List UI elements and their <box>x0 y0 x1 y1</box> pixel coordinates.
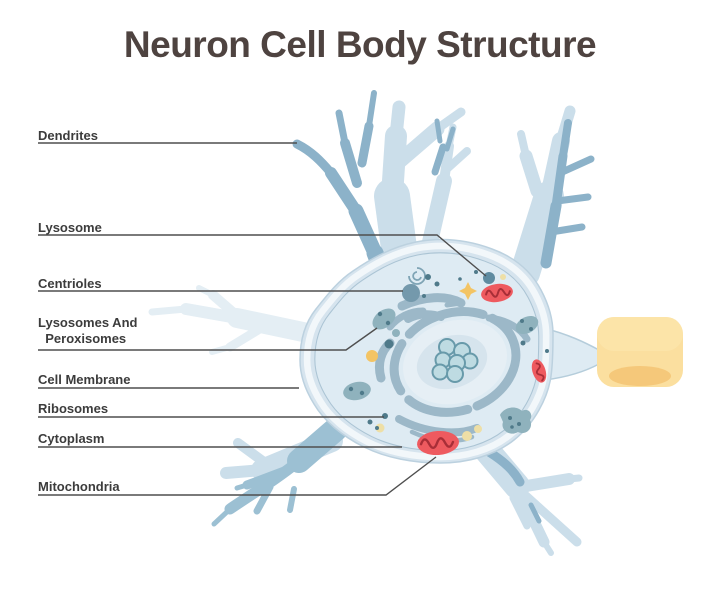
label-cytoplasm: Cytoplasm <box>38 431 105 446</box>
cell-membrane-band <box>303 242 550 461</box>
dendrite-bottom-left <box>211 417 348 527</box>
golgi-spiral <box>408 267 426 285</box>
myelin-sheath <box>597 317 683 387</box>
leader-lines <box>38 142 487 496</box>
label-cell-membrane: Cell Membrane <box>38 372 131 387</box>
mitochondrion-upper <box>481 283 513 303</box>
ribosome-dots <box>367 270 549 430</box>
label-dendrites: Dendrites <box>38 128 98 143</box>
nuclear-envelope <box>389 307 521 417</box>
centriole <box>402 284 420 302</box>
lysosome <box>483 272 495 284</box>
leader-lysosomes-peroxisomes <box>38 327 378 351</box>
dendrite-bottom-right <box>466 428 583 556</box>
label-lysosomes-peroxisomes: Lysosomes And Peroxisomes <box>38 315 138 346</box>
vesicles-yellow <box>366 274 506 441</box>
page-title: Neuron Cell Body Structure <box>123 24 597 65</box>
dendrite-dark-top-right <box>540 119 595 269</box>
label-mitochondria: Mitochondria <box>38 479 120 494</box>
mitochondrion-right <box>531 359 547 383</box>
leader-mitochondria <box>38 456 437 496</box>
label-ribosomes: Ribosomes <box>38 401 109 416</box>
nucleus <box>403 319 507 405</box>
yellow-star-vesicle <box>459 282 477 300</box>
nucleolus-cluster <box>431 338 479 383</box>
dendrite-pale-upper-left <box>148 285 332 355</box>
leader-lysosome <box>38 234 487 277</box>
label-centrioles: Centrioles <box>38 276 102 291</box>
mitochondrion-lower <box>417 430 459 456</box>
lysosomes-and-peroxisomes <box>343 308 539 434</box>
label-lysosome: Lysosome <box>38 220 102 235</box>
